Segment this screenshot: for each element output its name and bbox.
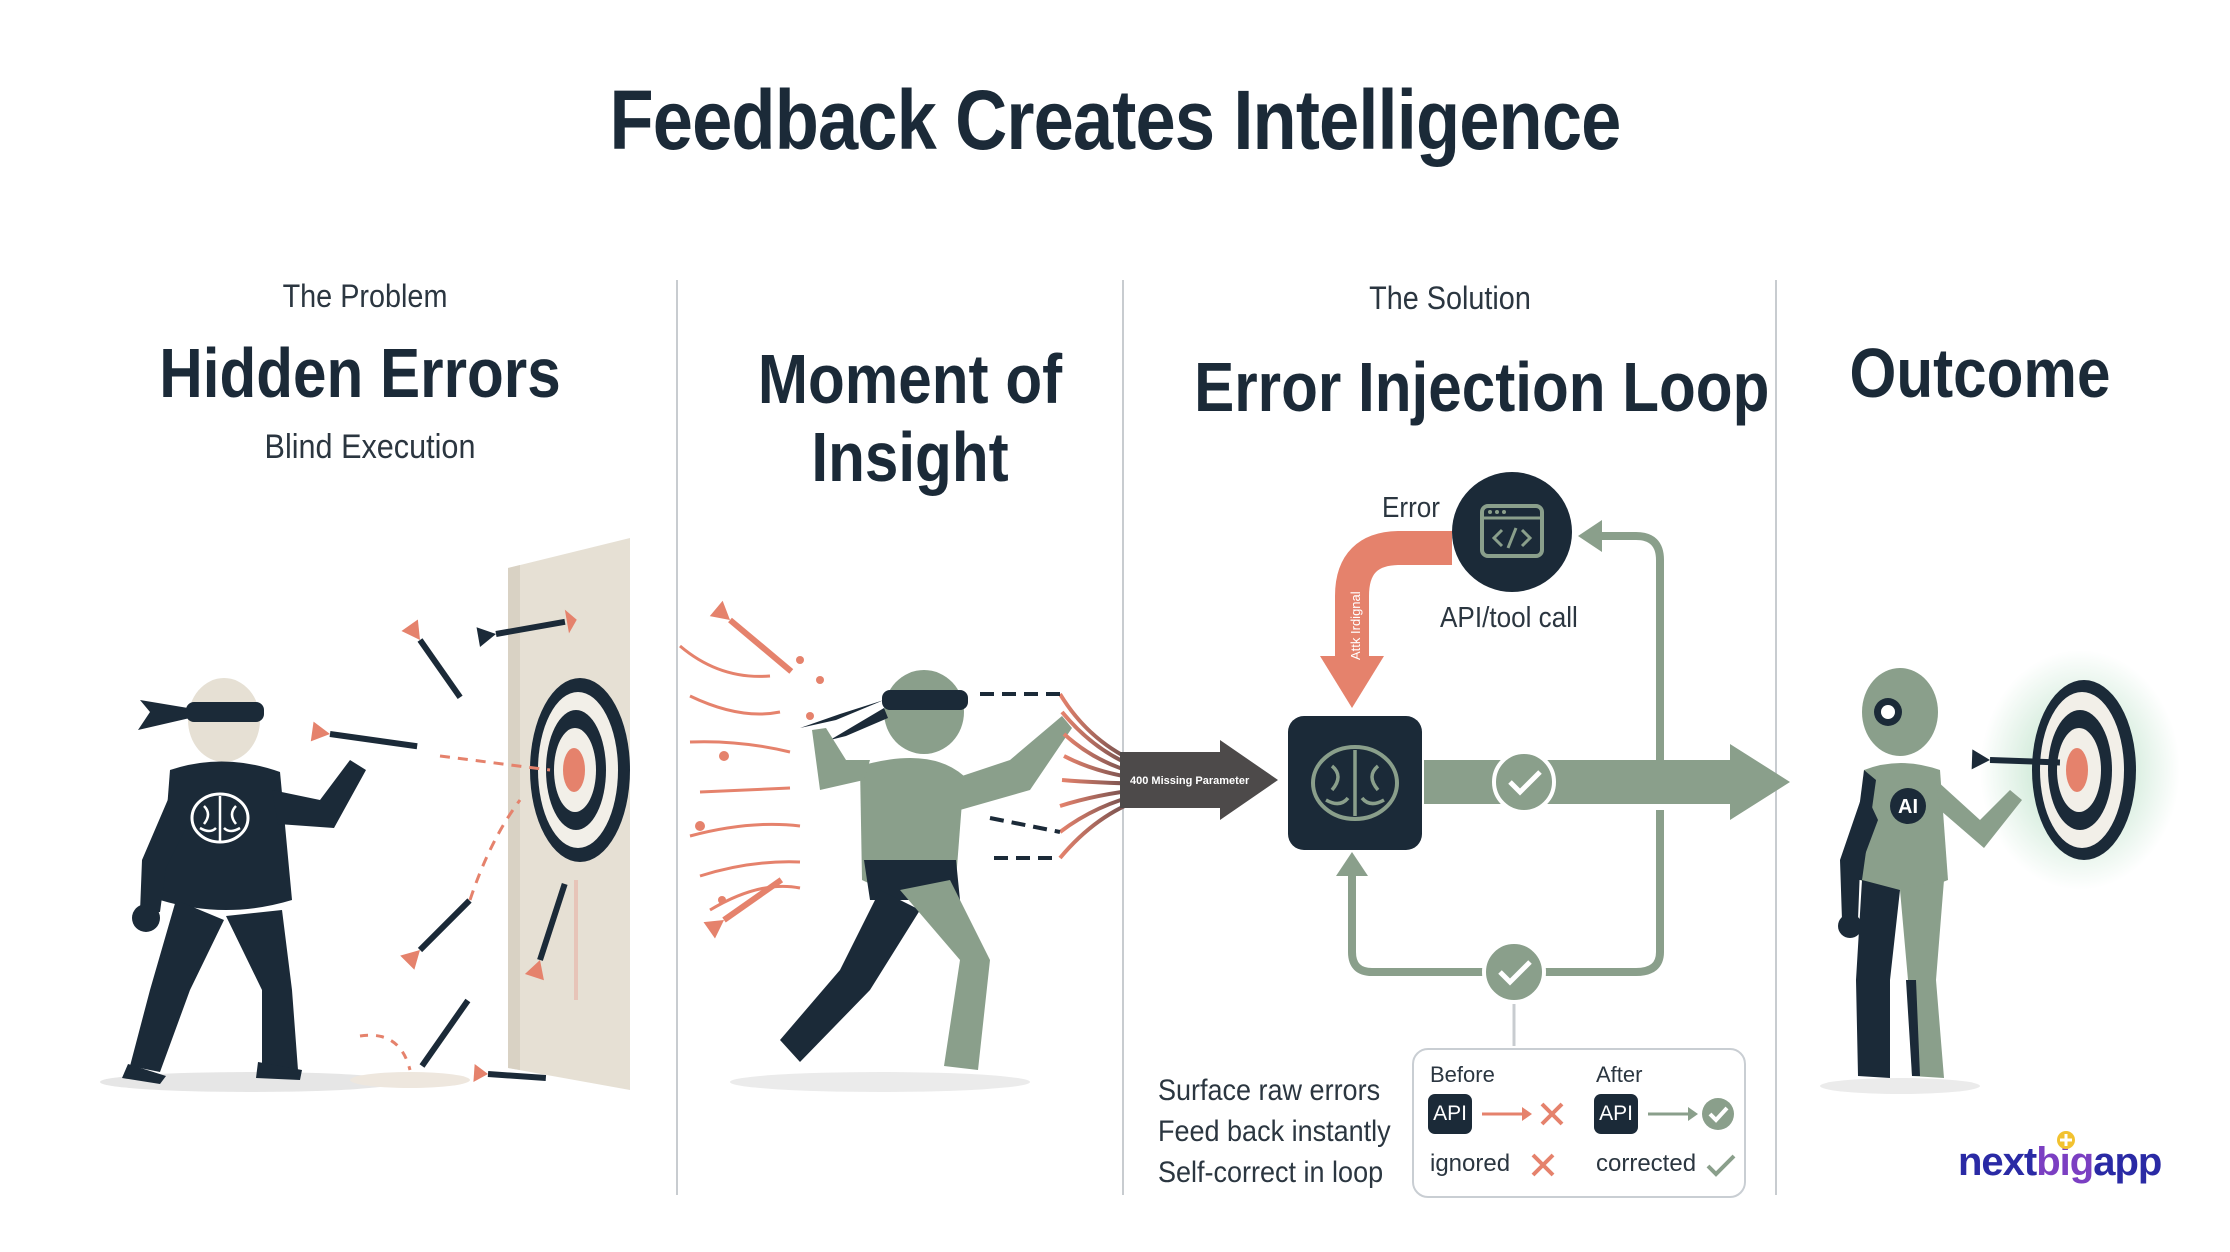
solution-eyebrow: The Solution <box>1369 280 1531 316</box>
insight-arrow-label: 400 Missing Parameter <box>1130 775 1250 787</box>
before-arrow-x-icon <box>1482 1102 1564 1126</box>
logo-part-next: next <box>1958 1140 2037 1184</box>
before-status: ignored <box>1430 1150 1511 1177</box>
before-title: Before <box>1430 1062 1495 1087</box>
solution-steps: Surface raw errors Feed back instantly S… <box>1158 1070 1391 1193</box>
dartboard-target-2 <box>2032 680 2136 860</box>
dartboard-target-1 <box>530 678 630 862</box>
loop-arrowhead-top <box>1578 520 1602 552</box>
outcome-heading: Outcome <box>1849 334 2111 412</box>
divider-2 <box>1122 280 1124 1195</box>
loop-arrowhead-bottom <box>1336 852 1368 876</box>
corrected-check-icon <box>1706 1154 1736 1177</box>
ground-shadow-4 <box>1820 1078 1980 1094</box>
problem-eyebrow: The Problem <box>282 278 448 314</box>
ai-brain-box <box>1288 716 1422 850</box>
api-call-icon <box>1452 472 1572 592</box>
solution-heading: Error Injection Loop <box>1194 348 1770 426</box>
robot-figure <box>1838 668 2061 1078</box>
after-title: After <box>1596 1062 1643 1087</box>
ignored-x-icon <box>1531 1153 1555 1177</box>
after-status: corrected <box>1596 1150 1697 1177</box>
error-arrow <box>1320 531 1452 708</box>
insight-arrow <box>1120 740 1278 820</box>
ground-shadow-1 <box>100 1072 470 1092</box>
error-signal-label: Attk Irdignal <box>1348 591 1363 660</box>
scatter-lines <box>679 644 801 912</box>
insight-dashes <box>980 692 1061 860</box>
logo-part-app: app <box>2093 1140 2162 1184</box>
main-forward-arrow <box>1424 744 1790 820</box>
step-item: Self-correct in loop <box>1158 1156 1384 1189</box>
step-item: Surface raw errors <box>1158 1074 1381 1107</box>
robot-badge: AI <box>1898 796 1918 818</box>
problem-heading: Hidden Errors <box>159 334 561 412</box>
nextbigapp-logo: nextbigapp <box>1958 1140 2162 1185</box>
before-after-comparison: Before After API API ignored corrected <box>1412 1048 1746 1198</box>
ground-shadow-2 <box>730 1072 1030 1092</box>
problem-subheading: Blind Execution <box>264 428 476 466</box>
api-tool-call-label: API/tool call <box>1440 602 1578 634</box>
insight-heading-line2: Insight <box>811 418 1009 496</box>
insight-heading-line1: Moment of <box>757 340 1063 418</box>
after-api-chip: API <box>1594 1094 1638 1134</box>
page-title: Feedback Creates Intelligence <box>609 73 1622 167</box>
error-label: Error <box>1382 492 1441 524</box>
after-arrow-check-icon <box>1648 1098 1734 1130</box>
step-item: Feed back instantly <box>1158 1115 1391 1148</box>
check-circle-lower <box>1482 940 1546 1004</box>
insight-figure <box>780 670 1072 1070</box>
brain-icon <box>190 792 250 844</box>
thrown-darts-2 <box>703 600 794 939</box>
thrown-darts-1 <box>310 609 578 1083</box>
logo-sparkle-icon <box>2057 1131 2075 1149</box>
check-circle-upper <box>1492 750 1556 814</box>
scatter-dots <box>695 656 824 904</box>
divider-1 <box>676 280 678 1195</box>
divider-3 <box>1775 280 1777 1195</box>
before-api-chip: API <box>1428 1094 1472 1134</box>
blindfolded-figure <box>122 678 366 1084</box>
